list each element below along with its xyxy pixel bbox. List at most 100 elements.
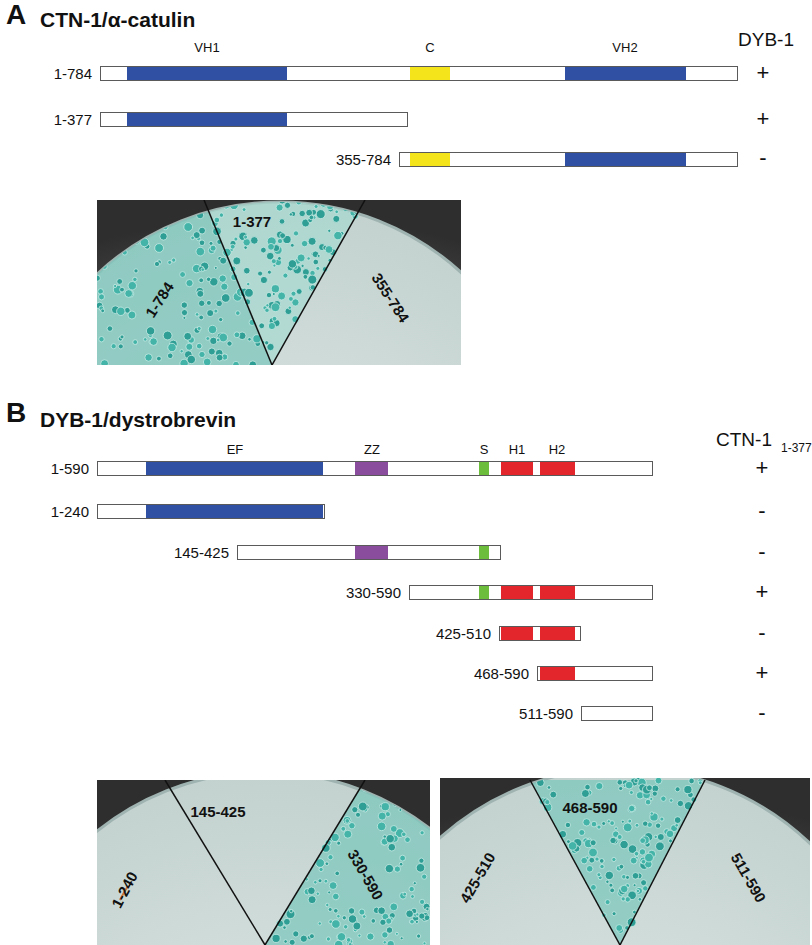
colony bbox=[199, 240, 205, 246]
domain-name: H1 bbox=[509, 443, 526, 457]
colony bbox=[272, 293, 275, 296]
colony bbox=[619, 786, 623, 790]
colony bbox=[579, 830, 585, 836]
colony bbox=[348, 908, 354, 914]
colony bbox=[332, 920, 341, 929]
colony bbox=[345, 204, 351, 210]
colony bbox=[639, 849, 645, 855]
colony bbox=[640, 838, 646, 844]
panel-title: DYB-1/dystrobrevin bbox=[40, 408, 236, 431]
colony bbox=[411, 895, 415, 899]
colony bbox=[647, 785, 653, 791]
colony bbox=[378, 907, 386, 915]
colony bbox=[146, 327, 154, 335]
colony bbox=[300, 935, 307, 942]
colony bbox=[621, 897, 625, 901]
colony bbox=[277, 239, 282, 244]
colony bbox=[196, 247, 205, 256]
colony bbox=[99, 234, 105, 240]
colony bbox=[197, 212, 204, 219]
colony bbox=[416, 864, 425, 873]
colony bbox=[134, 269, 138, 273]
colony bbox=[199, 278, 204, 283]
colony bbox=[423, 942, 426, 945]
colony bbox=[325, 862, 329, 866]
colony bbox=[107, 220, 112, 225]
colony bbox=[620, 885, 628, 893]
colony bbox=[623, 823, 632, 832]
colony bbox=[230, 201, 239, 210]
colony bbox=[133, 238, 139, 244]
colony bbox=[617, 780, 623, 786]
colony bbox=[626, 875, 630, 879]
colony bbox=[293, 931, 299, 937]
colony bbox=[186, 343, 193, 350]
colony bbox=[149, 200, 154, 203]
colony bbox=[271, 285, 279, 293]
colony bbox=[399, 862, 403, 866]
colony bbox=[581, 790, 589, 798]
colony bbox=[619, 864, 624, 869]
plate-b-right bbox=[440, 778, 810, 945]
colony bbox=[382, 784, 388, 790]
colony bbox=[400, 937, 403, 940]
panel-title: CTN-1/α-catulin bbox=[40, 8, 195, 31]
colony bbox=[199, 351, 205, 357]
colony bbox=[249, 361, 257, 365]
interaction-result: - bbox=[759, 146, 766, 170]
colony bbox=[400, 855, 406, 861]
colony bbox=[197, 290, 204, 297]
colony bbox=[589, 848, 598, 857]
colony bbox=[329, 882, 337, 890]
colony bbox=[268, 322, 275, 329]
colony bbox=[328, 229, 331, 232]
colony bbox=[395, 932, 398, 935]
construct-bar: 145-425 bbox=[237, 545, 501, 560]
colony bbox=[259, 323, 265, 329]
colony bbox=[98, 289, 104, 295]
colony bbox=[220, 204, 224, 208]
colony bbox=[635, 823, 639, 827]
construct-bar: 1-590 bbox=[97, 461, 653, 476]
colony bbox=[657, 834, 664, 841]
interaction-result: - bbox=[758, 540, 765, 564]
colony bbox=[271, 303, 280, 312]
colony bbox=[137, 212, 140, 215]
colony bbox=[98, 242, 103, 247]
colony bbox=[581, 857, 588, 864]
domain-segment bbox=[127, 67, 287, 80]
colony bbox=[171, 205, 180, 214]
colony bbox=[181, 302, 187, 308]
colony bbox=[234, 332, 240, 338]
colony bbox=[632, 873, 639, 880]
domain-segment bbox=[501, 462, 533, 475]
colony bbox=[138, 218, 145, 225]
domain-name: VH1 bbox=[194, 41, 219, 55]
colony bbox=[297, 254, 305, 262]
colony bbox=[296, 200, 302, 205]
colony bbox=[419, 913, 425, 919]
colony bbox=[186, 280, 193, 287]
column-header: CTN-1 bbox=[716, 430, 772, 451]
colony bbox=[333, 893, 340, 900]
colony bbox=[326, 903, 329, 906]
colony bbox=[318, 879, 322, 883]
colony bbox=[650, 797, 653, 800]
colony bbox=[210, 337, 217, 344]
domain-name: C bbox=[425, 41, 434, 55]
colony bbox=[398, 792, 407, 801]
colony bbox=[387, 940, 394, 945]
range-label: 1-377 bbox=[54, 111, 92, 128]
colony bbox=[172, 258, 176, 262]
colony bbox=[135, 229, 142, 236]
colony bbox=[392, 780, 401, 789]
colony bbox=[403, 892, 407, 896]
colony bbox=[337, 841, 341, 845]
colony bbox=[565, 822, 570, 827]
domain-segment bbox=[479, 462, 489, 475]
colony bbox=[157, 356, 162, 361]
colony bbox=[410, 919, 415, 924]
colony bbox=[102, 253, 110, 261]
colony bbox=[279, 219, 285, 225]
colony bbox=[145, 354, 152, 361]
